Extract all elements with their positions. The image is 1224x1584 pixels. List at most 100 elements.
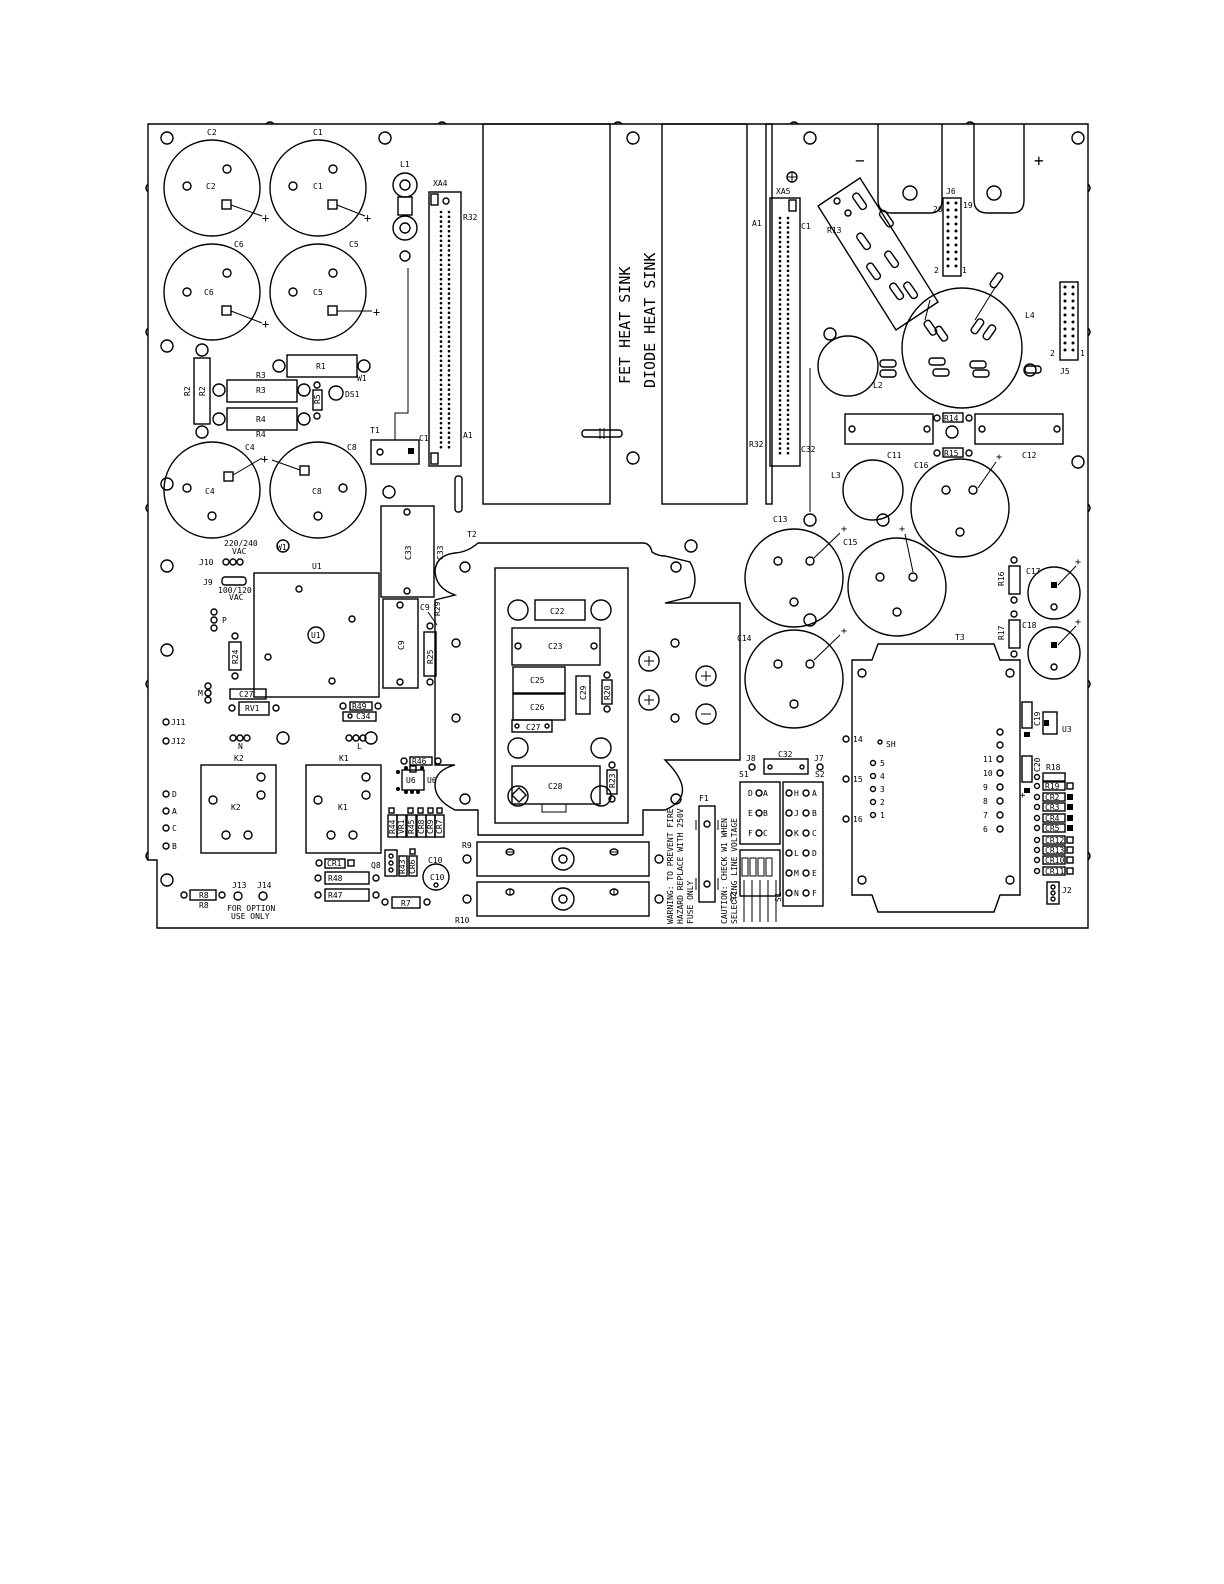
connector-pin bbox=[447, 364, 451, 367]
ic-u6: U6 U6 bbox=[396, 765, 437, 794]
r7-label: R7 bbox=[401, 899, 411, 908]
connector-pin bbox=[778, 360, 782, 364]
cap-c16: C16 + bbox=[910, 452, 1010, 558]
connector-pin bbox=[439, 330, 443, 334]
connector-pin bbox=[778, 423, 782, 426]
connector-pin bbox=[1071, 306, 1075, 310]
connector-pin bbox=[447, 445, 451, 449]
stack-pad-square bbox=[1066, 856, 1074, 864]
r20-label: R20 bbox=[603, 685, 612, 700]
connector-pin bbox=[778, 317, 782, 321]
r18-label: R18 bbox=[1046, 763, 1061, 772]
connector-pin bbox=[439, 297, 443, 300]
c34-label: C34 bbox=[356, 712, 371, 721]
t3-pin bbox=[842, 775, 850, 783]
cr6-label: CR6 bbox=[408, 859, 417, 874]
connector-pin bbox=[786, 250, 790, 253]
c23-label: C23 bbox=[548, 642, 563, 651]
stack-pad-square bbox=[1067, 804, 1073, 810]
inductor-l3: L3 bbox=[831, 459, 904, 521]
connector-pin bbox=[778, 346, 782, 349]
s1b-pin bbox=[785, 829, 793, 837]
stack-part-label: CR5 bbox=[1045, 824, 1060, 833]
p-label: P bbox=[222, 616, 227, 625]
connector-pin bbox=[1063, 292, 1067, 296]
connector-pin bbox=[786, 331, 790, 335]
xa5-label: XA5 bbox=[776, 187, 791, 196]
c1-label-right: C1 bbox=[801, 222, 811, 231]
t3-pin-label: 5 bbox=[880, 759, 885, 768]
connector-pin bbox=[954, 243, 958, 247]
s1b-pin-right-label: B bbox=[812, 809, 817, 818]
connector-pin bbox=[447, 306, 451, 310]
cap-c32-bottom: J8 C32 J7 bbox=[746, 750, 824, 775]
relay-k2: K2 K2 bbox=[200, 754, 277, 854]
r45-label: R45 bbox=[407, 819, 416, 834]
connector-pin bbox=[1071, 292, 1075, 296]
stack-part-body bbox=[1042, 792, 1066, 802]
connector-pin bbox=[447, 301, 451, 305]
l-label: L bbox=[357, 742, 362, 751]
plus-sign: + bbox=[899, 524, 905, 535]
connector-pin bbox=[439, 421, 443, 425]
plus-sign: + bbox=[261, 452, 268, 466]
plus-sign: + bbox=[841, 626, 847, 637]
connector-pin bbox=[439, 301, 443, 305]
option-jacks: J13 J14 FOR OPTION USE ONLY bbox=[227, 881, 275, 921]
v100-label: 100/120 bbox=[218, 586, 252, 595]
v220-label: 220/240 bbox=[224, 539, 258, 548]
a1-label-right: A1 bbox=[752, 219, 762, 228]
connector-pin bbox=[447, 407, 451, 411]
stack-part-body bbox=[1042, 835, 1066, 845]
diode-heat-sink: DIODE HEAT SINK bbox=[641, 123, 748, 505]
r16-label: R16 bbox=[997, 571, 1006, 586]
s1b-pin-left-label: N bbox=[794, 889, 799, 898]
connector-pin bbox=[447, 292, 451, 295]
c9-inner-label: C9 bbox=[397, 640, 406, 650]
j7-label: J7 bbox=[814, 754, 824, 763]
connector-pin bbox=[447, 373, 451, 377]
left-edge-pads: D A C B bbox=[162, 790, 177, 851]
relay-k1: K1 K1 bbox=[305, 754, 382, 854]
fet-heat-sink-label: FET HEAT SINK bbox=[616, 267, 634, 384]
connector-pin bbox=[778, 322, 782, 325]
cap-c14: C14 + bbox=[737, 626, 847, 729]
connector-pin bbox=[439, 426, 443, 430]
cap-c4: C4 C4 + bbox=[163, 441, 268, 539]
header-j5: J5 2 1 bbox=[1050, 281, 1085, 376]
l2-label: L2 bbox=[873, 381, 883, 390]
k1-inner-label: K1 bbox=[338, 803, 348, 812]
cr1-label: CR1 bbox=[327, 859, 342, 868]
stack-pad bbox=[1033, 824, 1041, 832]
s1b-pin bbox=[802, 869, 810, 877]
stack-part-label: CR13 bbox=[1045, 846, 1064, 855]
connector-pin bbox=[439, 340, 443, 343]
c20-label: C20 bbox=[1033, 757, 1042, 772]
c13-label: C13 bbox=[773, 515, 788, 524]
connector-pin bbox=[447, 325, 451, 329]
connector-pin bbox=[778, 451, 782, 455]
connector-pin bbox=[447, 402, 451, 406]
connector-pin bbox=[786, 341, 790, 345]
c17-label: C17 bbox=[1026, 567, 1041, 576]
s1b-pin-left-label: J bbox=[794, 809, 799, 818]
stack-pad-square bbox=[1066, 782, 1074, 790]
connector-pin bbox=[778, 274, 782, 277]
stack-pad-square bbox=[1066, 867, 1074, 875]
pad-a: A bbox=[172, 807, 177, 816]
connector-xa5: XA5 A1 C1 R32 C32 bbox=[749, 123, 816, 512]
connector-pin bbox=[439, 321, 443, 324]
n-label: N bbox=[238, 742, 243, 751]
s1-pin-left-label: D bbox=[748, 789, 753, 798]
stack-pad-square bbox=[1067, 825, 1073, 831]
stack-part-body bbox=[1042, 802, 1066, 812]
connector-pin bbox=[439, 364, 443, 367]
cap-c6-label: C6 bbox=[234, 240, 244, 249]
cap-c27-inner: C27 bbox=[511, 719, 553, 733]
cap-c18: C18 + bbox=[1022, 617, 1081, 680]
r29-label: R29 bbox=[433, 601, 442, 616]
connector-pin bbox=[786, 283, 790, 287]
connector-pin bbox=[778, 303, 782, 306]
c33-label: C33 bbox=[436, 545, 445, 560]
